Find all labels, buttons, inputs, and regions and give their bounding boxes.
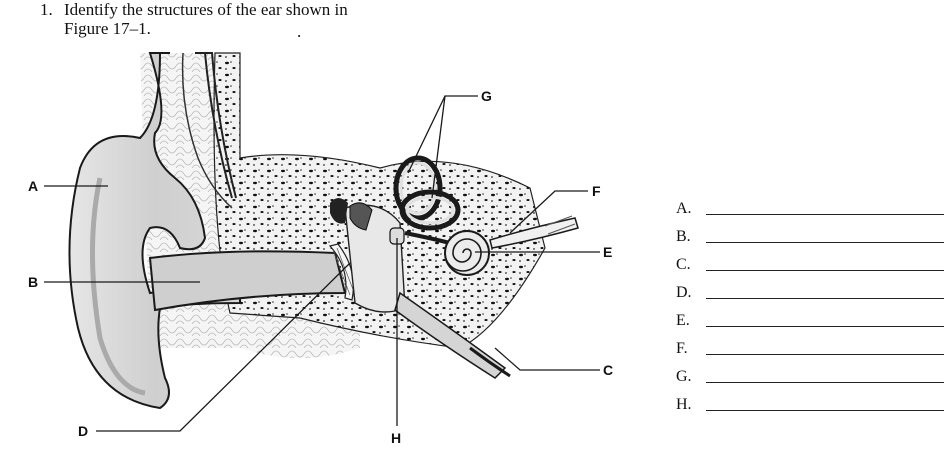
answer-letter: D. [676,284,692,301]
answer-row: H. [676,396,946,416]
vestibule [404,231,451,245]
cochlea [444,230,490,276]
ear-anatomy-diagram: A B C D E F G H [28,52,613,446]
answer-blank[interactable] [706,270,944,271]
answer-blank[interactable] [706,242,944,243]
label-d: D [78,423,88,439]
answer-letter: G. [676,368,692,385]
answer-letter: H. [676,396,692,413]
auricle [68,52,241,410]
label-c: C [603,362,613,378]
label-g: G [481,88,492,104]
stray-mark: . [297,22,302,41]
answer-row: D. [676,284,946,304]
answer-row: B. [676,228,946,248]
label-a: A [28,178,38,194]
answer-blank[interactable] [706,410,944,411]
question-text-line-2: Figure 17–1. [64,19,151,38]
leader-lines [44,95,600,432]
answer-blank[interactable] [706,382,944,383]
answer-row: A. [676,200,946,220]
label-h: H [391,430,401,446]
answer-blank[interactable] [706,354,944,355]
answer-letter: F. [676,340,688,357]
answer-letter: B. [676,228,691,245]
label-b: B [28,274,38,290]
answer-letter: A. [676,200,692,217]
answer-blank[interactable] [706,214,944,215]
answer-blank[interactable] [706,326,944,327]
answer-letter: C. [676,256,691,273]
malleus-head [330,198,348,224]
leader-line-f [509,190,588,234]
answer-row: E. [676,312,946,332]
answer-row: G. [676,368,946,388]
semicircular-canals [393,155,461,231]
neck-cords [181,52,237,209]
vestibulocochlear-nerve [489,215,579,249]
answer-letter: E. [676,312,690,329]
answer-blank[interactable] [706,298,944,299]
leader-line-c [494,347,600,371]
answer-row: F. [676,340,946,360]
leader-line-g-2 [431,95,446,199]
auditory-tube [394,291,511,379]
leader-line-d [96,262,351,432]
ear-canal [148,250,347,312]
question-number: 1. [40,0,53,19]
answer-row: C. [676,256,946,276]
tympanic-membrane [328,243,355,301]
label-f: F [592,183,601,199]
middle-ear [330,198,406,313]
question-text-line-1: Identify the structures of the ear shown… [64,0,348,19]
label-e: E [603,244,612,260]
